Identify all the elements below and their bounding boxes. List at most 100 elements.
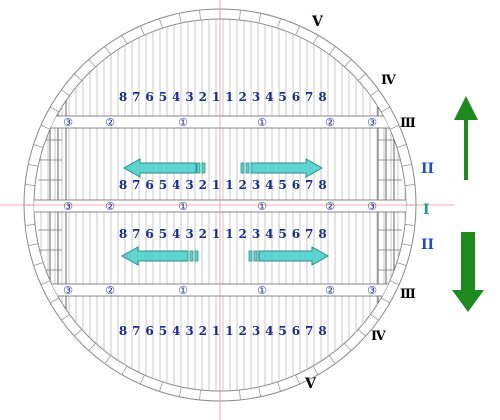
beam-marker: ① [178, 200, 188, 213]
zone-label-lower-right-1: Ⅳ [371, 329, 386, 344]
column-number: 4 [265, 324, 273, 338]
column-number: 2 [239, 324, 247, 338]
ring-tick [50, 297, 60, 304]
beam-marker: ① [257, 200, 267, 213]
zone-label-upper-right-1: Ⅳ [381, 73, 396, 88]
column-number: 7 [305, 324, 313, 338]
ring-tick [33, 262, 44, 266]
column-number: 1 [225, 227, 233, 241]
beam-marker: ② [325, 116, 335, 129]
beam-marker: ② [105, 284, 115, 297]
column-number: 5 [278, 324, 286, 338]
column-number: 3 [185, 90, 193, 104]
green-arrow-down [452, 232, 484, 312]
ring-tick [277, 18, 281, 29]
ring-tick [104, 46, 111, 55]
ring-tick [404, 224, 415, 226]
column-number: 8 [119, 324, 127, 338]
column-number: 6 [292, 178, 300, 192]
beam-marker: ③ [63, 200, 73, 213]
column-number: 3 [185, 178, 193, 192]
beam-marker: ② [325, 200, 335, 213]
column-number: 1 [225, 178, 233, 192]
ring-tick [380, 297, 390, 304]
ring-tick [357, 73, 366, 81]
column-number: 5 [159, 90, 167, 104]
column-number: 7 [305, 227, 313, 241]
column-number: 1 [225, 324, 233, 338]
beam-marker: ③ [367, 284, 377, 297]
ring-tick [25, 184, 36, 186]
column-number: 2 [199, 324, 207, 338]
ring-tick [401, 243, 412, 247]
ring-tick [380, 106, 390, 113]
ring-tick [121, 35, 128, 45]
ring-tick [28, 163, 39, 167]
ring-tick [25, 224, 36, 226]
ring-tick [159, 18, 163, 29]
ring-tick [139, 374, 145, 385]
ring-tick [28, 243, 39, 247]
ring-tick [329, 46, 336, 55]
column-number: 2 [239, 178, 247, 192]
beam-marker: ③ [63, 116, 73, 129]
beam-marker: ① [178, 284, 188, 297]
ring-tick [74, 73, 83, 81]
zone-label-top: V [311, 14, 324, 30]
ring-tick [370, 89, 379, 96]
ring-tick [329, 355, 336, 364]
ring-tick [40, 124, 51, 130]
column-number: 6 [292, 324, 300, 338]
beam-marker: ② [325, 284, 335, 297]
column-number: 5 [278, 90, 286, 104]
zone-label-bottom: V [304, 376, 317, 392]
ring-tick [344, 342, 352, 351]
column-number: 5 [159, 227, 167, 241]
column-number: 3 [252, 90, 260, 104]
column-number: 6 [145, 90, 153, 104]
ring-tick [396, 262, 407, 266]
column-number: 6 [145, 178, 153, 192]
ring-tick [312, 35, 319, 45]
beam-marker: ② [105, 116, 115, 129]
ring-tick [61, 89, 70, 96]
beam-marker: ③ [367, 200, 377, 213]
ring-tick [159, 381, 163, 392]
zone-label-center: I [423, 202, 430, 218]
column-number: 7 [132, 178, 140, 192]
beam-marker: ① [178, 116, 188, 129]
column-number: 1 [212, 227, 220, 241]
ring-tick [139, 25, 145, 36]
column-number: 4 [172, 227, 180, 241]
zone-label-lower-right-2: Ⅲ [400, 287, 416, 302]
column-number: 8 [119, 178, 127, 192]
ring-tick [389, 280, 400, 286]
column-number: 4 [172, 178, 180, 192]
ring-tick [239, 10, 241, 21]
flow-arrow-lower-right [248, 246, 330, 266]
ring-tick [199, 10, 201, 21]
column-number: 1 [212, 178, 220, 192]
column-number: 2 [199, 227, 207, 241]
column-number: 7 [305, 90, 313, 104]
column-number: 6 [145, 324, 153, 338]
column-number: 4 [265, 227, 273, 241]
column-number: 3 [252, 324, 260, 338]
ring-tick [396, 144, 407, 148]
column-number: 7 [132, 90, 140, 104]
ring-tick [50, 106, 60, 113]
column-number: 5 [278, 227, 286, 241]
ring-tick [33, 144, 44, 148]
column-number: 7 [132, 324, 140, 338]
ring-tick [199, 389, 201, 400]
beam-marker: ③ [63, 284, 73, 297]
